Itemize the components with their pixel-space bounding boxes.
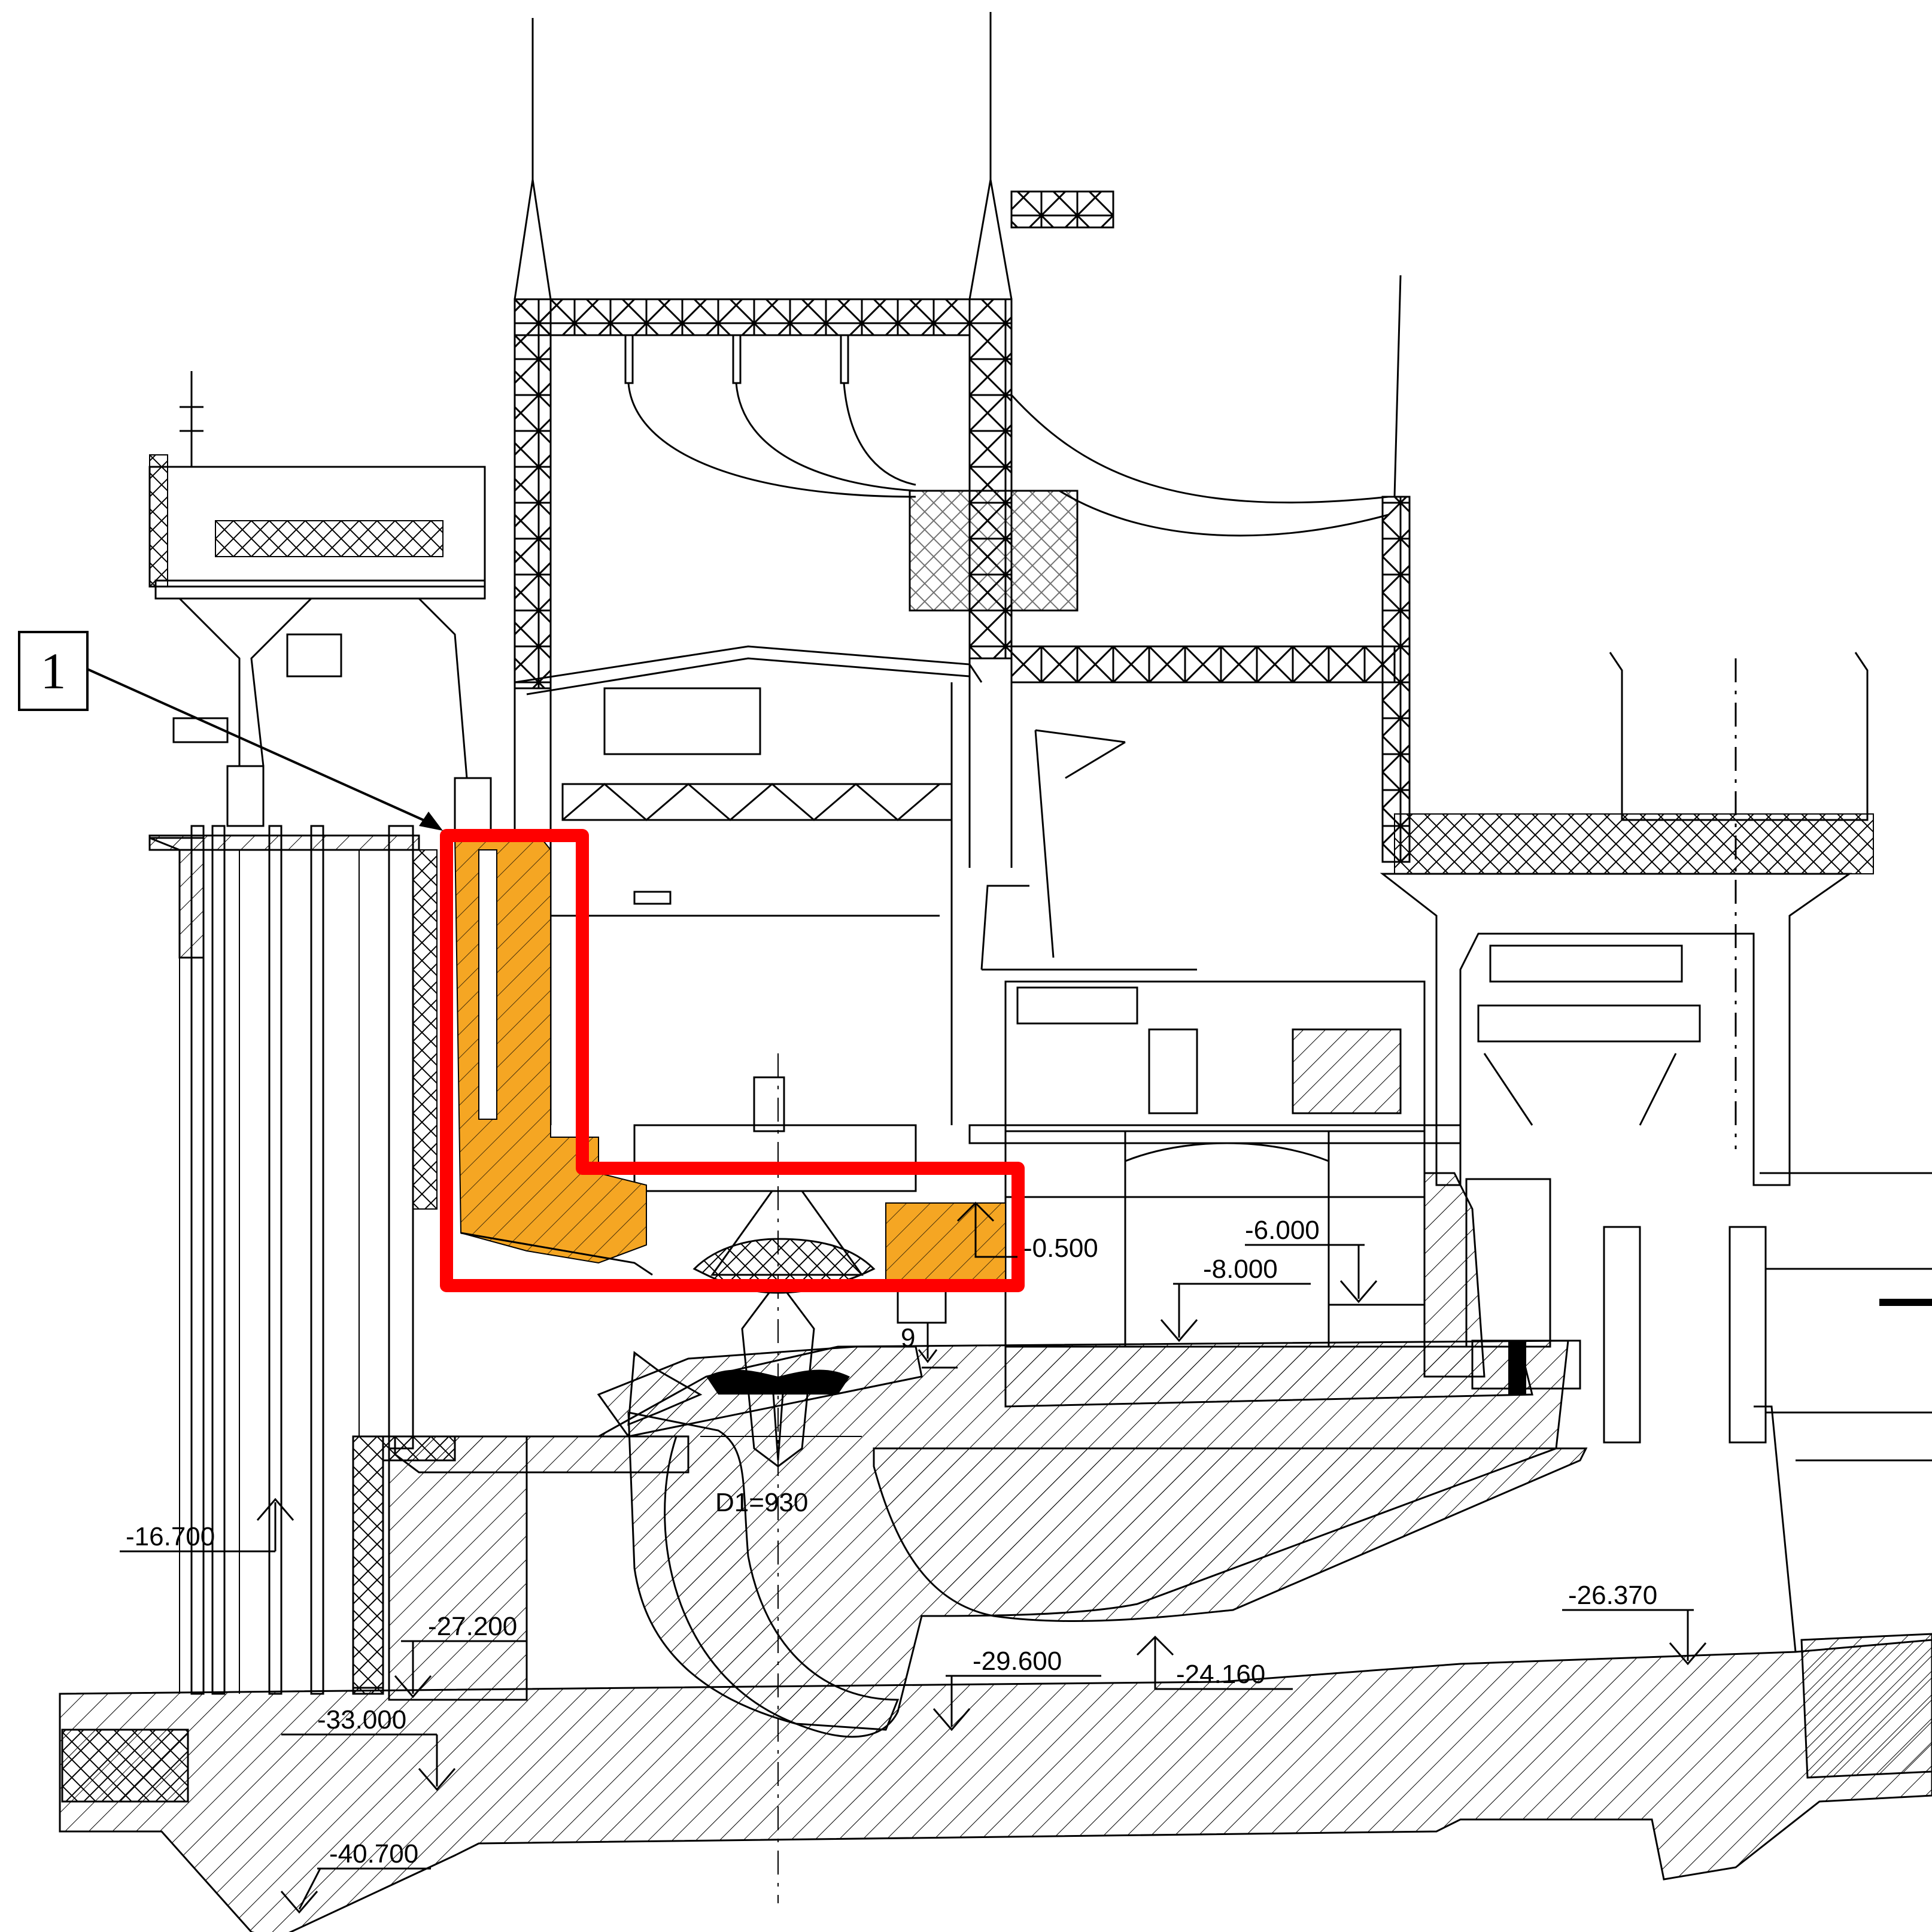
elevation-mark-6000: -6.000 bbox=[1245, 1216, 1378, 1304]
transmission-towers bbox=[514, 12, 1411, 868]
draft-tube-gate-structure bbox=[1380, 652, 1932, 1652]
elevation-mark-27200: -27.200 bbox=[394, 1612, 527, 1699]
elevation-label: -40.700 bbox=[329, 1839, 418, 1869]
runner-diameter-mark: D1=930 bbox=[715, 1488, 808, 1517]
rock-fill-left bbox=[61, 1729, 189, 1803]
runner-diameter-label: D1=930 bbox=[715, 1488, 808, 1517]
intake-gantry-crane bbox=[148, 371, 492, 833]
elevation-label: -8.000 bbox=[1203, 1254, 1278, 1284]
callout-arrowhead bbox=[419, 812, 443, 831]
auxiliary-building bbox=[968, 729, 1462, 1144]
elevation-label: -24.160 bbox=[1176, 1660, 1265, 1689]
elevation-mark-16700: -16.700 bbox=[120, 1497, 294, 1553]
elevation-mark-9: 9 bbox=[901, 1323, 958, 1369]
callout-box bbox=[18, 631, 89, 711]
elevation-mark-0500: -0.500 bbox=[956, 1201, 1098, 1263]
elevation-label: -6.000 bbox=[1245, 1216, 1320, 1245]
elevation-label: -27.200 bbox=[428, 1612, 517, 1641]
elevation-mark-29600: -29.600 bbox=[932, 1647, 1101, 1731]
highlighted-region bbox=[454, 834, 1006, 1281]
elevation-label: -26.370 bbox=[1568, 1581, 1657, 1610]
elevation-mark-26370: -26.370 bbox=[1562, 1581, 1707, 1666]
elevation-mark-33000: -33.000 bbox=[281, 1705, 456, 1791]
elevation-mark-8000: -8.000 bbox=[1160, 1254, 1311, 1342]
intake-structure bbox=[148, 825, 689, 1695]
rock-fill-right bbox=[1800, 1633, 1932, 1779]
callout-leader bbox=[87, 668, 429, 824]
elevation-label: -33.000 bbox=[317, 1705, 406, 1734]
elevation-label: 9 bbox=[901, 1323, 915, 1353]
elevation-mark-24160: -24.160 bbox=[1136, 1635, 1293, 1690]
foundation-concrete bbox=[59, 1633, 1932, 1932]
elevation-label: -29.600 bbox=[973, 1647, 1062, 1676]
highlight-outline bbox=[440, 829, 1025, 1292]
elevation-label: -0.500 bbox=[1023, 1234, 1098, 1263]
elevation-label: -16.700 bbox=[126, 1522, 215, 1551]
elevation-mark-40700: -40.700 bbox=[280, 1839, 431, 1914]
callout-label: 1 bbox=[41, 642, 66, 700]
